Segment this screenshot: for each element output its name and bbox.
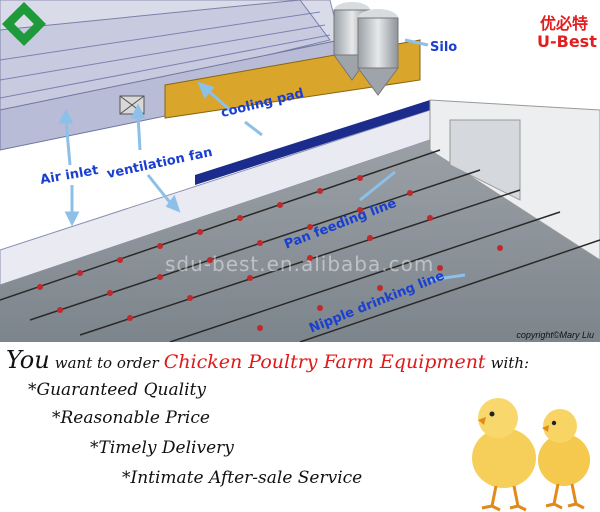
promo-product: Chicken Poultry Farm Equipment	[163, 351, 486, 373]
bullet-guaranteed-quality: *Guaranteed Quality	[28, 380, 206, 400]
copyright-text: copyright©Mary Liu	[516, 330, 594, 340]
poultry-house-illustration: Silo cooling pad Air inlet ventilation f…	[0, 0, 600, 342]
poultry-house-drawing	[0, 0, 600, 342]
bullet-reasonable-price: *Reasonable Price	[52, 408, 210, 428]
bullet-after-sale-service: *Intimate After-sale Service	[122, 468, 363, 488]
brand-chinese-name: 优必特	[540, 14, 589, 33]
promo-headline: You want to order Chicken Poultry Farm E…	[6, 346, 529, 374]
bullet-timely-delivery: *Timely Delivery	[90, 438, 234, 458]
watermark: sdu-best.en.alibaba.com	[165, 252, 435, 276]
promo-section: You want to order Chicken Poultry Farm E…	[0, 342, 600, 512]
promo-you: You	[6, 346, 50, 374]
chick-left	[472, 398, 536, 512]
u-best-logo-icon	[2, 2, 46, 46]
chicks-image	[472, 398, 590, 512]
chick-right	[538, 409, 590, 510]
silo-label: Silo	[430, 40, 458, 55]
promo-want-to-order: want to order	[54, 354, 159, 372]
brand-english-name: U-Best	[537, 32, 597, 51]
promo-with: with:	[490, 354, 530, 372]
